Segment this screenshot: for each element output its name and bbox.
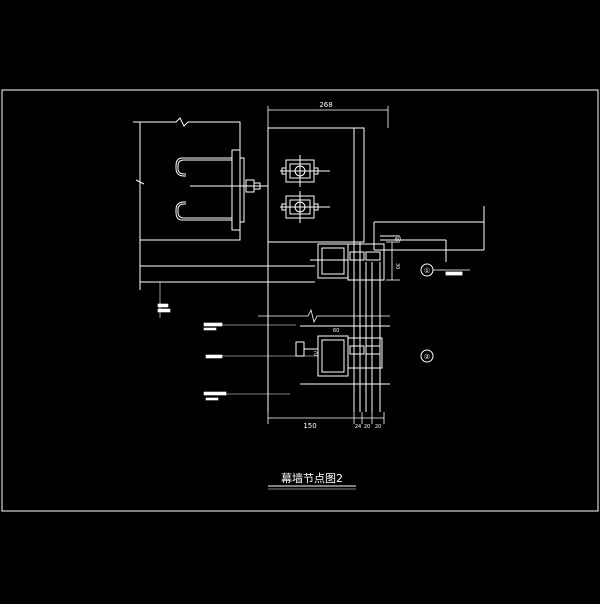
bracket-plate [267,127,365,412]
floor-slab [373,206,485,262]
concrete-wall [133,117,315,290]
dimension-top-label: 268 [319,101,332,109]
mullion-upper [310,242,385,412]
bolt-assembly-lower [280,191,330,223]
dimension-bottom-left: 150 [303,422,316,430]
dimension-bottom-b: 20 [364,424,370,430]
dimension-top [267,106,389,128]
drawing-frame [1,89,599,512]
dimension-right [386,241,400,281]
dimension-right-upper: 30 [394,263,400,269]
marker-1-label: ① [424,267,430,275]
marker-2-label: ② [424,353,430,361]
mullion-lower [295,325,390,385]
dimension-mid-70: 70 [312,350,318,356]
annotation-left-labels [157,282,318,401]
drawing-title: 幕墙节点图2 [281,471,343,485]
bolt-assembly-upper [280,155,330,187]
dimension-mid-60: 60 [333,328,339,334]
break-line [258,308,390,324]
marker-2-circle [420,349,434,363]
dimension-bottom-a: 24 [355,424,361,430]
annotation-right-upper [433,269,470,276]
dimension-bottom [267,412,385,424]
u-bolt-anchors [175,149,268,231]
dimension-right-small: 60 [395,237,401,243]
dimension-bottom-c: 20 [375,424,381,430]
